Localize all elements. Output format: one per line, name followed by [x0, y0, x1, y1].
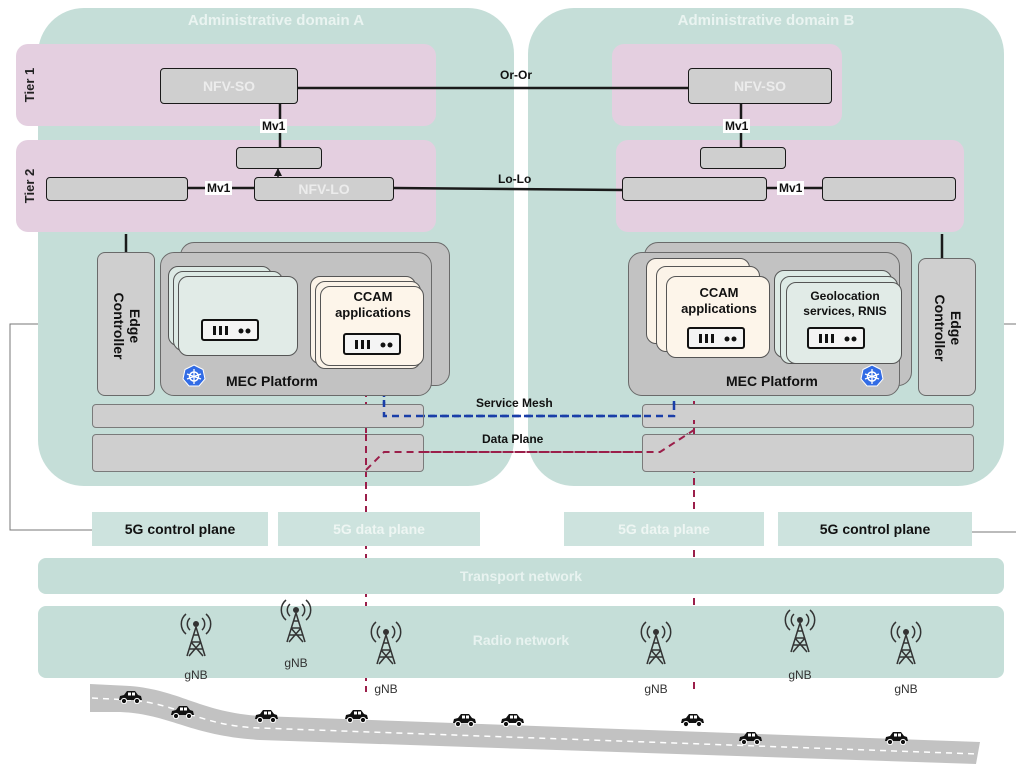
- lo-lo-label: Lo-Lo: [498, 172, 532, 186]
- server-icon: [343, 333, 401, 355]
- data-plane-label: Data Plane: [482, 432, 544, 446]
- ccam-card-b: CCAM applications: [666, 276, 770, 358]
- nfv-so-label-a: NFV-SO: [202, 78, 256, 94]
- antenna-tower-icon: [639, 620, 673, 666]
- car-icon: [451, 713, 477, 728]
- car-icon: [737, 731, 763, 746]
- edge-controller-b: Edge Controller: [918, 258, 976, 396]
- car-icon: [253, 709, 279, 724]
- tier2-label: Tier 2: [22, 168, 37, 204]
- gnb-label: gNB: [374, 682, 398, 696]
- mv1-label-a: Mv1: [205, 181, 233, 195]
- 5g-data-plane-a: 5G data plane: [278, 512, 480, 546]
- edge-controller-label-b: Edge Controller: [930, 256, 964, 400]
- nfv-so-node-a: NFV-SO: [160, 68, 298, 104]
- mv1-vertical-label-a: Mv1: [260, 119, 288, 133]
- tier1-label: Tier 1: [22, 67, 37, 103]
- service-mesh-band-a: [92, 404, 424, 428]
- transport-network: Transport network: [38, 558, 1004, 594]
- car-icon: [883, 731, 909, 746]
- gnb-label: gNB: [284, 656, 308, 670]
- antenna-tower-icon: [369, 620, 403, 666]
- service-mesh-label: Service Mesh: [476, 396, 553, 410]
- antenna-tower-icon: [783, 608, 817, 654]
- tier2-left-box-b: [622, 177, 767, 201]
- mec-platform-label-a: MEC Platform: [226, 373, 318, 389]
- kubernetes-icon: [182, 364, 206, 388]
- edge-controller-label-a: Edge Controller: [109, 254, 143, 398]
- 5g-control-plane-b: 5G control plane: [778, 512, 972, 546]
- gnb-label: gNB: [788, 668, 812, 682]
- car-icon: [499, 713, 525, 728]
- ccam-card-a: CCAM applications: [320, 286, 424, 366]
- server-icon: [201, 319, 259, 341]
- car-icon: [679, 713, 705, 728]
- server-icon: [687, 327, 745, 349]
- nfv-lo-label-a: NFV-LO: [298, 181, 350, 197]
- domain-a-title: Administrative domain A: [187, 12, 365, 29]
- server-icon: [807, 327, 865, 349]
- edge-controller-text-b: Edge Controller: [932, 294, 964, 362]
- tier2-right-box-b: [822, 177, 956, 201]
- ccam-label-a: CCAM applications: [335, 289, 411, 320]
- 5g-control-plane-a: 5G control plane: [92, 512, 268, 546]
- nfv-lo-node-a: NFV-LO: [254, 177, 394, 201]
- tier2-small-box-a: [236, 147, 322, 169]
- edge-controller-text-a: Edge Controller: [111, 292, 143, 360]
- nfv-so-label-b: NFV-SO: [733, 78, 787, 94]
- ccam-label-b: CCAM applications: [681, 285, 757, 316]
- gnb-label: gNB: [894, 682, 918, 696]
- antenna-tower-icon: [179, 612, 213, 658]
- mv1-vertical-label-b: Mv1: [723, 119, 751, 133]
- nfv-so-node-b: NFV-SO: [688, 68, 832, 104]
- tier2-small-box-b: [700, 147, 786, 169]
- gnb-label: gNB: [644, 682, 668, 696]
- service-mesh-band-b: [642, 404, 974, 428]
- mec-platform-label-b: MEC Platform: [726, 373, 818, 389]
- antenna-tower-icon: [279, 598, 313, 644]
- data-plane-band-b: [642, 434, 974, 472]
- data-plane-band-a: [92, 434, 424, 472]
- car-icon: [117, 690, 143, 705]
- car-icon: [343, 709, 369, 724]
- mv1-label-b: Mv1: [777, 181, 805, 195]
- domain-b-title: Administrative domain B: [677, 12, 855, 29]
- 5g-data-plane-b: 5G data plane: [564, 512, 764, 546]
- geoloc-label-b: Geolocation services, RNIS: [803, 289, 887, 318]
- tier2-left-box-a: [46, 177, 188, 201]
- kubernetes-icon: [860, 364, 884, 388]
- antenna-tower-icon: [889, 620, 923, 666]
- geoloc-card-b: Geolocation services, RNIS: [786, 282, 902, 364]
- car-icon: [169, 705, 195, 720]
- gnb-label: gNB: [184, 668, 208, 682]
- edge-controller-a: Edge Controller: [97, 252, 155, 396]
- app-card-a: [178, 276, 298, 356]
- or-or-label: Or-Or: [500, 68, 533, 82]
